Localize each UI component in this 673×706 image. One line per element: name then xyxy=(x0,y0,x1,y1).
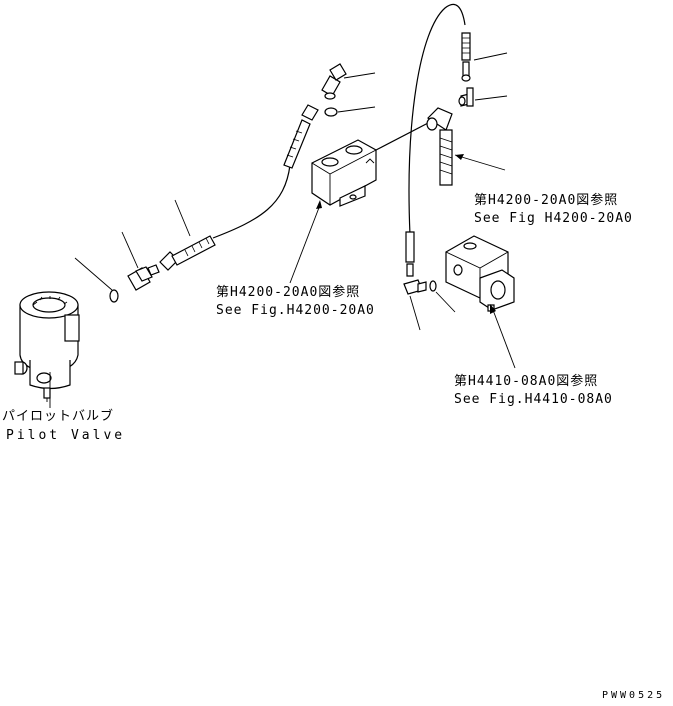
pilot-valve xyxy=(14,291,80,402)
o-ring xyxy=(109,289,119,303)
ref-right-label-jp: 第H4200-20A0図参照 xyxy=(474,193,619,208)
o-ring-top xyxy=(324,107,338,117)
hose-right-long xyxy=(408,3,471,236)
center-block xyxy=(311,139,377,207)
pilot-valve-label-en: Pilot Valve xyxy=(6,428,126,443)
ref-lower-label-jp: 第H4410-08A0図参照 xyxy=(454,374,599,389)
elbow-fitting-top-left xyxy=(321,63,347,100)
drawing-code: PWW0525 xyxy=(602,690,666,701)
ref-lower-label-en: See Fig.H4410-08A0 xyxy=(454,392,613,407)
ref-center-label-en: See Fig.H4200-20A0 xyxy=(216,303,375,318)
hose-lower xyxy=(403,231,437,295)
ref-right-label-en: See Fig H4200-20A0 xyxy=(474,211,633,226)
ref-center-label-jp: 第H4200-20A0図参照 xyxy=(216,285,361,300)
adapter-fitting xyxy=(127,264,160,291)
hose-right-elbow xyxy=(375,107,453,186)
hose-left xyxy=(159,104,319,271)
tee-fitting xyxy=(458,87,474,107)
lower-valve xyxy=(445,235,515,312)
pilot-valve-label-jp: パイロットバルブ xyxy=(2,409,115,424)
